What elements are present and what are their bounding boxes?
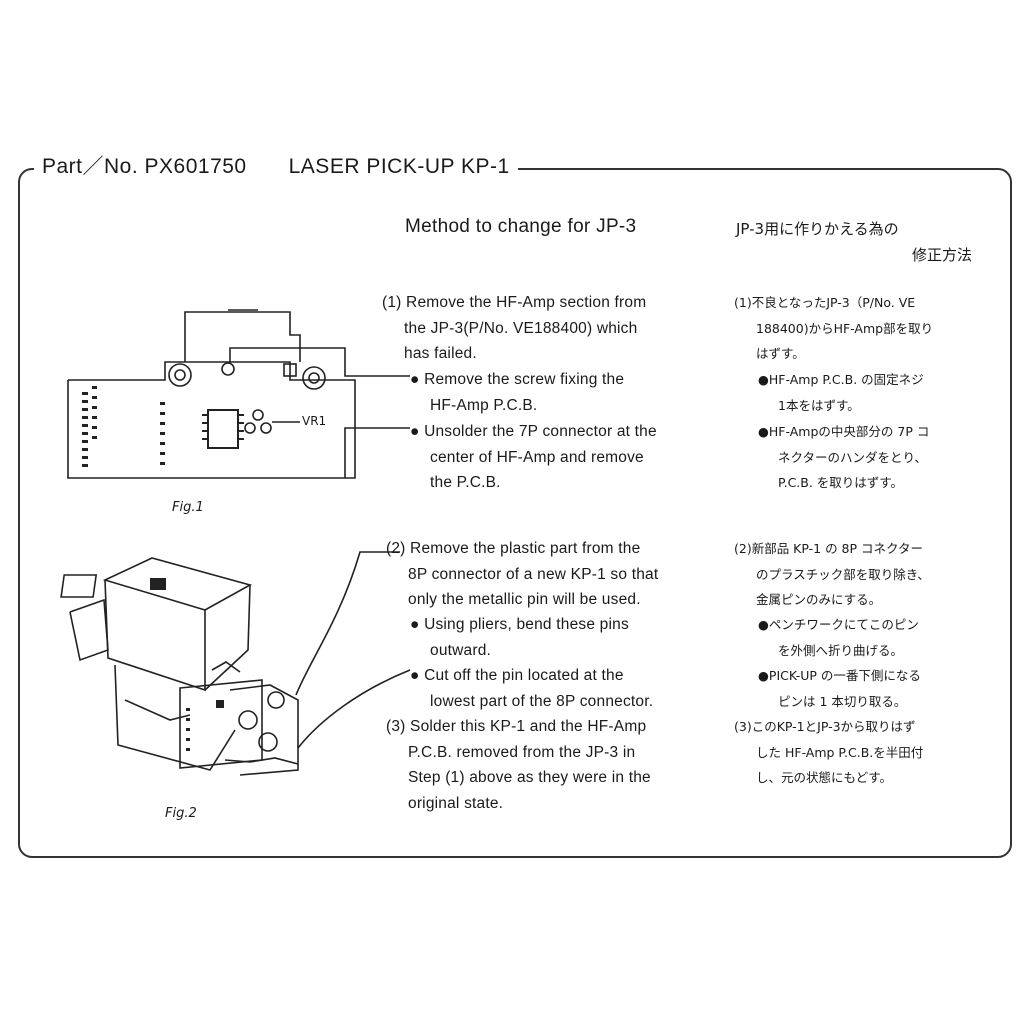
vr1-label: VR1	[302, 414, 327, 428]
step1-bullet2: ● Unsolder the 7P connector at the cente…	[410, 423, 657, 491]
part-number: Part／No. PX601750	[42, 155, 247, 178]
step2-text: (2) Remove the plastic part from the 8P …	[386, 540, 659, 608]
jp-step1-text: (1)不良となったJP-3（P/No. VE 188400)からHF-Amp部を…	[734, 295, 934, 361]
step2-bullet1: ● Using pliers, bend these pins outward.	[410, 616, 629, 659]
jp-step2-bullet1: ●ペンチワークにてこのピン を外側へ折り曲げる。	[758, 617, 919, 658]
step1-text: (1) Remove the HF-Amp section from the J…	[382, 294, 647, 362]
title-jp-line: 修正方法	[911, 246, 972, 264]
step3-text: (3) Solder this KP-1 and the HF-Amp P.C.…	[386, 718, 651, 812]
fig1-caption: Fig.1	[172, 500, 204, 515]
jp-step3-text: (3)このKP-1とJP-3から取りはず した HF-Amp P.C.B.を半田…	[734, 719, 924, 785]
title-japanese: JP-3用に作りかえる為の 修正方法	[736, 216, 972, 268]
title-english: Method to change for JP-3	[405, 216, 637, 237]
document-header: Part／No. PX601750 LASER PICK-UP KP-1	[34, 150, 518, 180]
jp-step2-text: (2)新部品 KP-1 の 8P コネクター のプラスチック部を取り除き、 金属…	[734, 541, 930, 607]
step2-bullet2: ● Cut off the pin located at the lowest …	[410, 667, 654, 710]
product-name: LASER PICK-UP KP-1	[288, 155, 510, 178]
jp-step1-bullet2: ●HF-Ampの中央部分の 7P コ ネクターのハンダをとり、 P.C.B. を…	[758, 424, 930, 490]
title-jp-line: JP-3用に作りかえる為の	[736, 220, 899, 238]
jp-step1-bullet1: ●HF-Amp P.C.B. の固定ネジ 1本をはずす。	[758, 372, 924, 413]
jp-step2-bullet2: ●PICK-UP の一番下側になる ピンは 1 本切り取る。	[758, 668, 921, 709]
fig2-caption: Fig.2	[165, 806, 197, 821]
step1-bullet1: ● Remove the screw fixing the HF-Amp P.C…	[410, 371, 625, 414]
